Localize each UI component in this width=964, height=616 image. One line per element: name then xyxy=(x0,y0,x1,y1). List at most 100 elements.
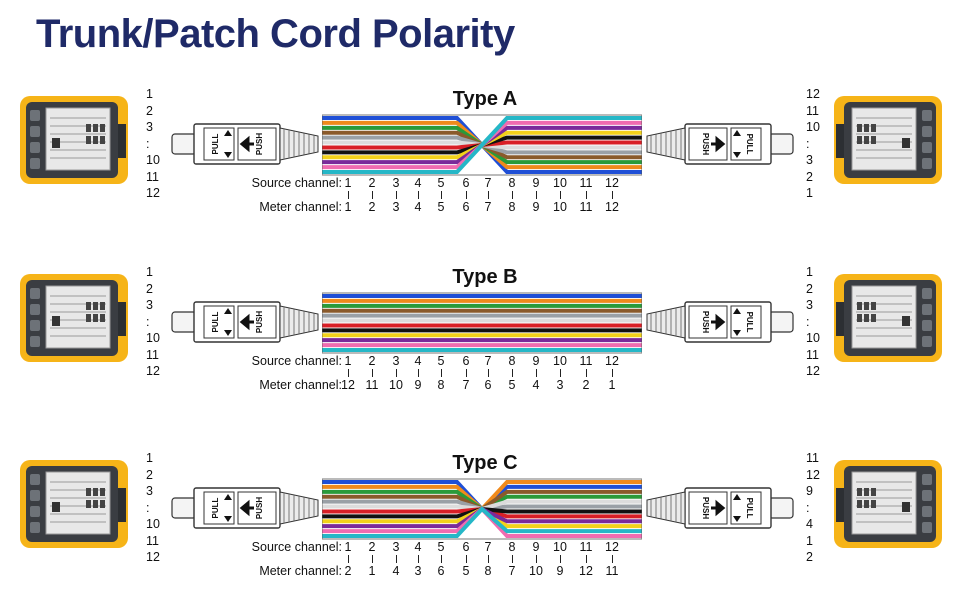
source-channel-number: 10 xyxy=(553,176,567,190)
channel-tick xyxy=(348,369,349,377)
meter-channel-number: 2 xyxy=(582,378,590,392)
port-number: : xyxy=(146,500,150,515)
port-number: 3 xyxy=(146,484,153,498)
meter-channel-number: 1 xyxy=(368,564,376,578)
port-number: 10 xyxy=(146,331,160,345)
meter-channel-number: 12 xyxy=(579,564,593,578)
channel-tick xyxy=(466,369,467,377)
pull-label: PULL xyxy=(745,312,754,333)
push-label: PUSH xyxy=(701,133,710,155)
source-channel-number: 6 xyxy=(462,540,470,554)
port-number: 3 xyxy=(806,153,813,167)
port-number: : xyxy=(146,136,150,151)
left-meter-icon xyxy=(18,272,130,364)
meter-channel-number: 5 xyxy=(462,564,470,578)
source-channel-number: 1 xyxy=(344,540,352,554)
source-channel-number: 11 xyxy=(579,176,593,190)
source-channel-number: 8 xyxy=(508,354,516,368)
port-number: : xyxy=(806,314,810,329)
meter-channel-number: 3 xyxy=(414,564,422,578)
source-channel-number: 11 xyxy=(579,354,593,368)
meter-channel-number: 4 xyxy=(414,200,422,214)
source-channel-number: 10 xyxy=(553,540,567,554)
source-channel-number: 9 xyxy=(532,176,540,190)
channel-tick xyxy=(372,555,373,563)
port-number: 11 xyxy=(146,169,159,184)
right-meter-icon xyxy=(832,94,944,186)
port-number: 1 xyxy=(146,87,153,101)
port-number: 1 xyxy=(806,265,813,279)
type-title: Type B xyxy=(452,266,518,288)
meter-channel-label: Meter channel: xyxy=(259,378,342,392)
fiber-ribbon xyxy=(322,114,642,176)
channel-tick xyxy=(536,555,537,563)
source-channel-number: 2 xyxy=(368,354,376,368)
port-number: 2 xyxy=(806,281,813,296)
source-channel-number: 1 xyxy=(344,176,352,190)
channel-tick xyxy=(612,191,613,199)
channel-tick xyxy=(560,191,561,199)
channel-tick xyxy=(396,369,397,377)
port-number: 3 xyxy=(146,120,153,134)
source-channel-number: 4 xyxy=(414,540,422,554)
source-channel-number: 3 xyxy=(392,354,400,368)
meter-channel-number: 11 xyxy=(579,200,593,214)
meter-channel-number: 8 xyxy=(508,200,516,214)
port-number: 2 xyxy=(806,550,813,564)
meter-channel-number: 4 xyxy=(532,378,540,392)
channel-tick xyxy=(396,191,397,199)
channel-tick xyxy=(348,555,349,563)
port-number: 3 xyxy=(806,298,813,312)
port-number: 11 xyxy=(806,347,819,362)
meter-channel-number: 10 xyxy=(553,200,567,214)
source-channel-number: 7 xyxy=(484,354,492,368)
push-label: PUSH xyxy=(701,311,710,333)
channel-tick xyxy=(512,555,513,563)
port-number: 12 xyxy=(806,87,820,101)
meter-channel-number: 6 xyxy=(484,378,492,392)
pull-label: PULL xyxy=(211,497,220,518)
port-number: 2 xyxy=(806,169,813,184)
channel-tick xyxy=(372,191,373,199)
meter-channel-number: 7 xyxy=(462,378,470,392)
meter-channel-number: 6 xyxy=(462,200,470,214)
meter-channel-number: 11 xyxy=(605,564,619,578)
meter-channel-number: 7 xyxy=(508,564,516,578)
channel-tick xyxy=(512,369,513,377)
channel-tick xyxy=(372,369,373,377)
port-number: 9 xyxy=(806,484,813,498)
source-channel-number: 4 xyxy=(414,354,422,368)
port-number: 1 xyxy=(146,265,153,279)
channel-tick xyxy=(612,369,613,377)
fiber-ribbon xyxy=(322,292,642,354)
source-channel-number: 10 xyxy=(553,354,567,368)
channel-tick xyxy=(418,555,419,563)
left-meter-icon xyxy=(18,94,130,186)
right-meter-icon xyxy=(832,272,944,364)
pull-label: PULL xyxy=(211,133,220,154)
source-channel-number: 4 xyxy=(414,176,422,190)
page-title: Trunk/Patch Cord Polarity xyxy=(36,12,515,56)
type-title: Type A xyxy=(452,88,518,110)
right-meter-icon xyxy=(832,458,944,550)
channel-tick xyxy=(466,555,467,563)
channel-tick xyxy=(441,191,442,199)
source-channel-number: 1 xyxy=(344,354,352,368)
port-number: 1 xyxy=(146,451,153,465)
meter-channel-number: 3 xyxy=(392,200,400,214)
port-number: 1 xyxy=(806,533,813,548)
source-channel-number: 5 xyxy=(437,540,445,554)
source-channel-number: 3 xyxy=(392,176,400,190)
port-number: 12 xyxy=(806,467,820,482)
channel-tick xyxy=(488,191,489,199)
